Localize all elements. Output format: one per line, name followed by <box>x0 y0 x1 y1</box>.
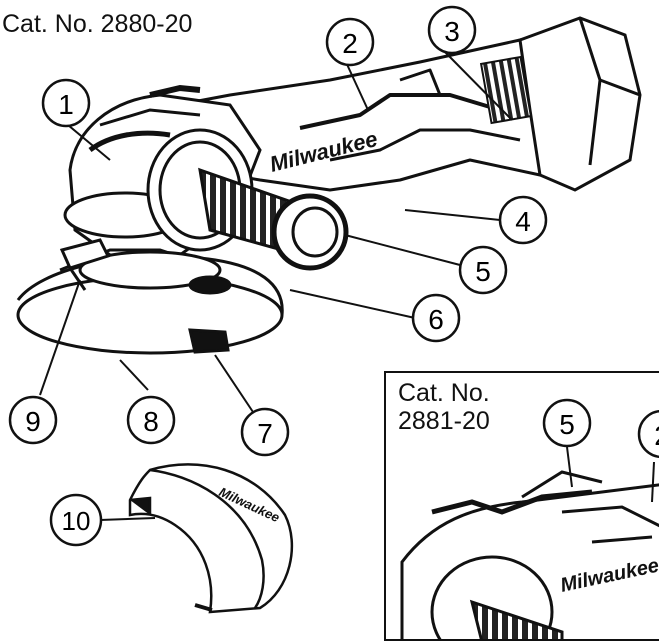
inset-panel: Cat. No. 2881-20 Milwaukee 5 2 <box>384 371 659 641</box>
callout-10: 10 <box>51 495 101 545</box>
callout-4: 4 <box>500 197 546 243</box>
svg-text:2: 2 <box>654 420 659 451</box>
wheel-guard <box>18 250 282 353</box>
svg-text:2: 2 <box>342 28 358 59</box>
svg-text:5: 5 <box>559 409 575 440</box>
svg-text:10: 10 <box>62 506 91 536</box>
inset-callout-2: 2 <box>639 411 659 457</box>
diagram-canvas: Cat. No. 2880-20 <box>0 0 659 620</box>
callout-2: 2 <box>327 19 373 65</box>
callout-8: 8 <box>128 397 174 443</box>
callout-9: 9 <box>10 397 56 443</box>
svg-text:1: 1 <box>58 89 74 120</box>
callout-7: 7 <box>242 409 288 455</box>
svg-text:9: 9 <box>25 406 41 437</box>
callout-3: 3 <box>429 7 475 53</box>
callout-5: 5 <box>460 247 506 293</box>
inset-callout-5: 5 <box>544 400 590 446</box>
spare-guard: Milwaukee <box>130 464 292 612</box>
inset-illustration: Milwaukee 5 2 <box>386 373 659 641</box>
svg-text:6: 6 <box>428 304 444 335</box>
svg-text:8: 8 <box>143 406 159 437</box>
svg-text:5: 5 <box>475 256 491 287</box>
callout-6: 6 <box>413 295 459 341</box>
svg-text:3: 3 <box>444 16 460 47</box>
callout-1: 1 <box>43 80 89 126</box>
svg-text:4: 4 <box>515 206 531 237</box>
svg-text:7: 7 <box>257 418 273 449</box>
